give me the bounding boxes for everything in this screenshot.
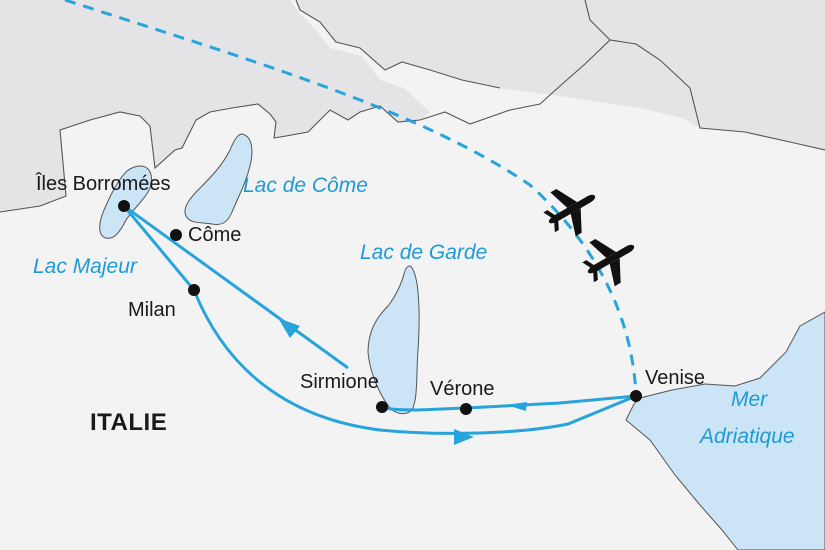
- border-internal-2: [584, 0, 611, 41]
- route-venise-verone-sirmione: [381, 394, 637, 412]
- city-marker-iles-borromees: [118, 200, 130, 212]
- city-label-venise: Venise: [645, 367, 706, 389]
- country-label: ITALIE: [90, 409, 168, 436]
- city-marker-venise: [630, 390, 642, 402]
- direction-arrow-icon: [278, 318, 300, 338]
- direction-arrow-icon: [454, 429, 474, 445]
- border-internal-1: [295, 0, 501, 89]
- city-marker-come: [170, 229, 182, 241]
- lake-como: [184, 133, 253, 225]
- city-marker-verone: [460, 403, 472, 415]
- city-label-verone: Vérone: [430, 378, 495, 400]
- city-label-milan: Milan: [128, 299, 176, 321]
- lake-label-lac-de-garde: Lac de Garde: [360, 241, 488, 264]
- route-iles-milan-venise: [122, 205, 637, 435]
- border-north: [0, 39, 825, 213]
- airplane-icon: [543, 188, 596, 237]
- airplane-icon: [582, 238, 635, 287]
- city-label-come: Côme: [188, 224, 242, 246]
- lake-label-lac-majeur: Lac Majeur: [33, 255, 137, 278]
- city-label-iles-borromees: Îles Borromées: [36, 173, 171, 195]
- neighbor-land-north: [0, 0, 825, 212]
- city-marker-milan: [188, 284, 200, 296]
- sea-label-line2: Adriatique: [700, 425, 795, 448]
- city-marker-sirmione: [376, 401, 388, 413]
- direction-arrow-icon: [506, 402, 527, 411]
- flight-route: [64, 0, 638, 397]
- city-label-sirmione: Sirmione: [300, 371, 379, 393]
- lake-label-lac-de-come: Lac de Côme: [243, 174, 368, 197]
- lake-garda: [367, 265, 420, 415]
- adriatic-sea: [625, 311, 825, 550]
- route-sirmione-iles: [123, 204, 349, 370]
- sea-label-line1: Mer: [731, 388, 768, 411]
